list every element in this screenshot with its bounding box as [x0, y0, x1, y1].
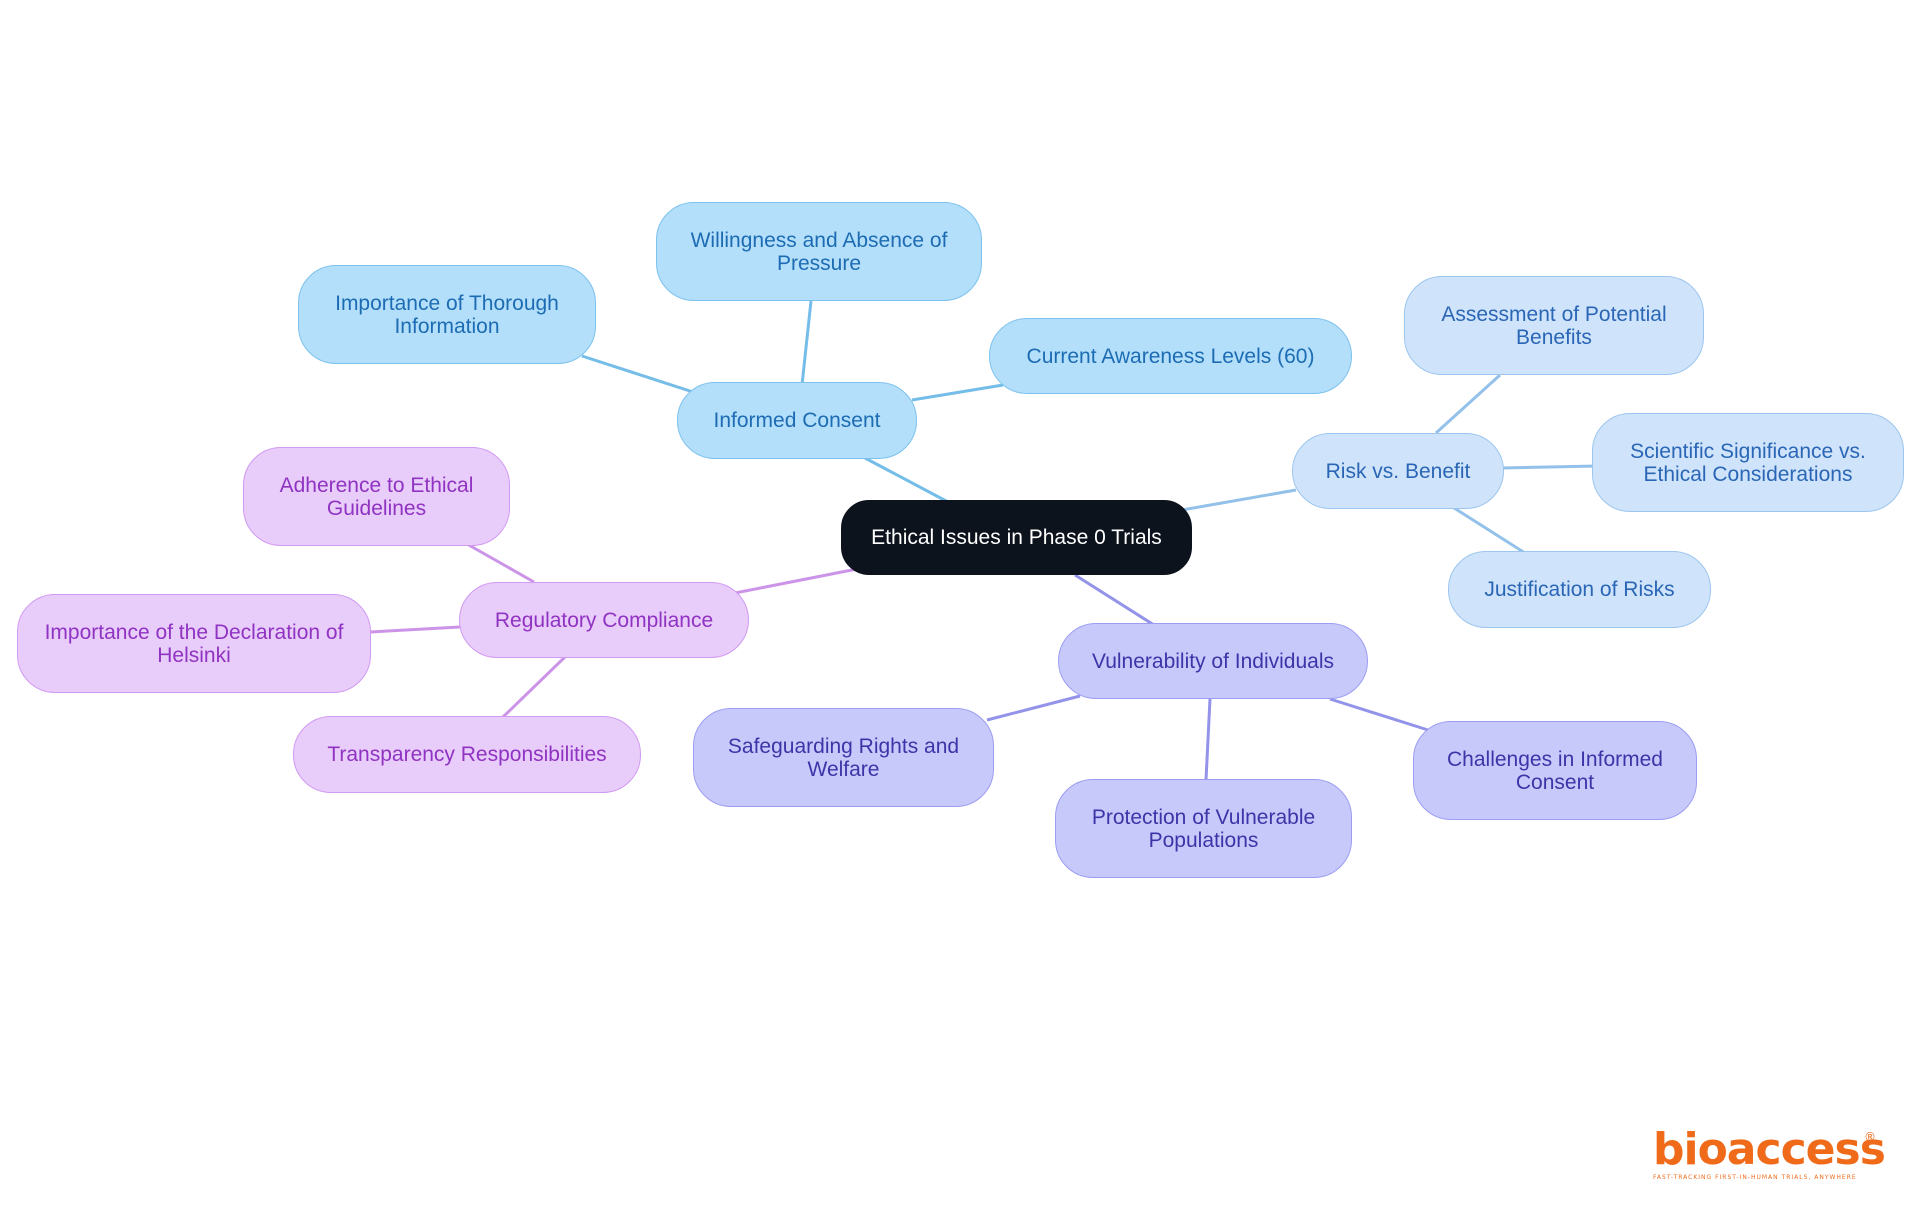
- logo-tagline: FAST-TRACKING FIRST-IN-HUMAN TRIALS, ANY…: [1653, 1174, 1857, 1181]
- leaf-assessment-benefits: Assessment of Potential Benefits: [1404, 276, 1704, 375]
- leaf-thorough-information: Importance of Thorough Information: [298, 265, 596, 364]
- root-node-label: Ethical Issues in Phase 0 Trials: [871, 526, 1162, 549]
- edge-informed-consent-willingness: [800, 300, 813, 386]
- edge-risk-benefit-scientific: [1501, 464, 1598, 470]
- leaf-justification-risks-label: Justification of Risks: [1484, 578, 1675, 601]
- edge-regulatory-adherence: [466, 542, 535, 584]
- leaf-willingness-pressure-label: Willingness and Absence of Pressure: [690, 228, 948, 275]
- leaf-safeguarding-rights: Safeguarding Rights and Welfare: [693, 708, 994, 807]
- edge-root-regulatory: [734, 567, 858, 595]
- leaf-safeguarding-rights-label: Safeguarding Rights and Welfare: [727, 734, 960, 781]
- edge-root-vulnerability: [1074, 573, 1155, 627]
- leaf-challenges-consent-label: Challenges in Informed Consent: [1447, 747, 1663, 794]
- edge-informed-consent-awareness: [911, 383, 1004, 402]
- leaf-protection-vulnerable: Protection of Vulnerable Populations: [1055, 779, 1352, 878]
- edge-vulnerability-challenges: [1329, 697, 1429, 732]
- root-node: Ethical Issues in Phase 0 Trials: [841, 500, 1192, 575]
- branch-regulatory-compliance: Regulatory Compliance: [459, 582, 749, 658]
- registered-mark-icon: ®: [1864, 1130, 1876, 1144]
- edge-vulnerability-safeguarding: [986, 694, 1081, 722]
- leaf-current-awareness: Current Awareness Levels (60): [989, 318, 1352, 394]
- leaf-scientific-significance: Scientific Significance vs. Ethical Cons…: [1592, 413, 1904, 512]
- branch-risk-benefit-label: Risk vs. Benefit: [1325, 459, 1471, 483]
- leaf-thorough-information-label: Importance of Thorough Information: [335, 291, 559, 338]
- edge-informed-consent-thorough-info: [581, 354, 694, 394]
- logo-wordmark: bioaccess: [1653, 1124, 1886, 1175]
- branch-informed-consent: Informed Consent: [677, 382, 917, 459]
- edge-root-risk-benefit: [1181, 488, 1297, 512]
- edge-regulatory-helsinki: [369, 625, 461, 634]
- leaf-adherence-guidelines-label: Adherence to Ethical Guidelines: [279, 473, 474, 520]
- leaf-transparency-responsibilities-label: Transparency Responsibilities: [327, 743, 607, 766]
- leaf-declaration-helsinki-label: Importance of the Declaration of Helsink…: [44, 620, 344, 667]
- leaf-justification-risks: Justification of Risks: [1448, 551, 1711, 628]
- leaf-scientific-significance-label: Scientific Significance vs. Ethical Cons…: [1630, 439, 1866, 486]
- leaf-adherence-guidelines: Adherence to Ethical Guidelines: [243, 447, 510, 546]
- leaf-challenges-consent: Challenges in Informed Consent: [1413, 721, 1697, 820]
- edge-risk-benefit-assessment: [1434, 373, 1502, 435]
- branch-vulnerability: Vulnerability of Individuals: [1058, 623, 1368, 699]
- leaf-assessment-benefits-label: Assessment of Potential Benefits: [1441, 302, 1667, 349]
- leaf-declaration-helsinki: Importance of the Declaration of Helsink…: [17, 594, 371, 693]
- branch-informed-consent-label: Informed Consent: [713, 409, 881, 432]
- edge-risk-benefit-justification: [1450, 504, 1526, 555]
- edge-regulatory-transparency: [501, 655, 567, 719]
- edge-vulnerability-protection: [1204, 698, 1212, 781]
- branch-risk-benefit: Risk vs. Benefit: [1292, 433, 1504, 509]
- leaf-current-awareness-label: Current Awareness Levels (60): [1026, 344, 1315, 368]
- leaf-willingness-pressure: Willingness and Absence of Pressure: [656, 202, 982, 301]
- leaf-transparency-responsibilities: Transparency Responsibilities: [293, 716, 641, 793]
- edge-root-informed-consent: [864, 456, 949, 504]
- bioaccess-logo: bioaccess ® FAST-TRACKING FIRST-IN-HUMAN…: [1653, 1124, 1886, 1188]
- branch-regulatory-compliance-label: Regulatory Compliance: [494, 608, 714, 632]
- leaf-protection-vulnerable-label: Protection of Vulnerable Populations: [1091, 805, 1316, 852]
- branch-vulnerability-label: Vulnerability of Individuals: [1091, 649, 1335, 673]
